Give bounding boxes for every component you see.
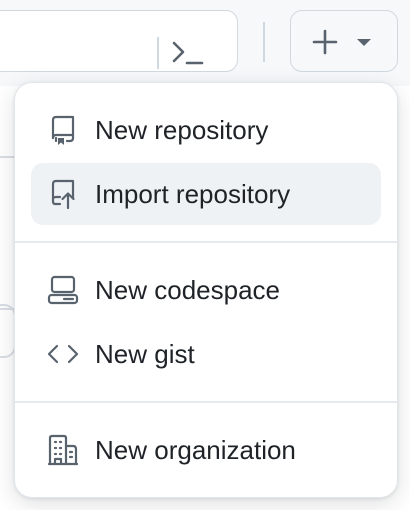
create-new-button[interactable] — [290, 10, 398, 72]
command-search-input[interactable] — [0, 10, 238, 72]
repo-icon — [51, 115, 75, 145]
plus-icon — [312, 29, 338, 55]
create-new-dropdown-menu: New repository Import repository New cod… — [14, 82, 398, 498]
header-divider — [263, 22, 265, 62]
menu-separator — [15, 401, 397, 403]
menu-item-new-repository[interactable]: New repository — [31, 99, 381, 161]
command-palette-icon[interactable] — [171, 39, 205, 67]
menu-item-label: New gist — [95, 339, 195, 369]
menu-item-label: New organization — [95, 435, 296, 465]
menu-item-new-organization[interactable]: New organization — [31, 419, 381, 481]
menu-item-label: Import repository — [95, 179, 291, 209]
codespaces-icon — [47, 275, 79, 305]
caret-down-icon — [357, 39, 371, 46]
menu-item-new-codespace[interactable]: New codespace — [31, 259, 381, 321]
repo-push-icon — [51, 179, 75, 210]
menu-item-import-repository[interactable]: Import repository — [31, 163, 381, 225]
menu-item-label: New repository — [95, 115, 269, 145]
menu-separator — [15, 241, 397, 243]
header-bar — [0, 0, 410, 86]
menu-item-label: New codespace — [95, 275, 280, 305]
organization-icon — [47, 434, 79, 466]
code-icon — [47, 344, 79, 364]
menu-item-new-gist[interactable]: New gist — [31, 323, 381, 385]
search-divider — [157, 37, 159, 69]
